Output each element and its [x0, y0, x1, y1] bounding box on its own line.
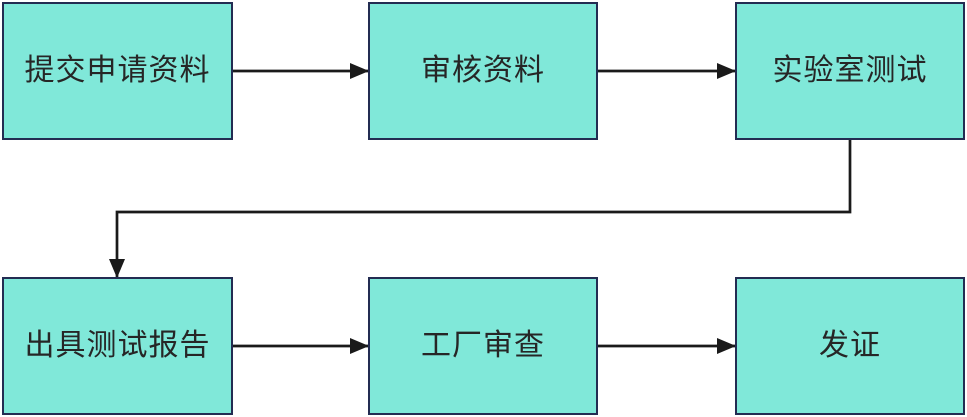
node-factory-audit: 工厂审查 — [368, 277, 598, 415]
node-factory-audit-label: 工厂审查 — [421, 329, 545, 362]
node-laboratory-testing-label: 实验室测试 — [772, 54, 928, 87]
node-issue-test-report: 出具测试报告 — [2, 277, 233, 415]
node-issue-certificate: 发证 — [735, 277, 965, 415]
node-issue-certificate-label: 发证 — [819, 329, 881, 362]
node-review-materials-label: 审核资料 — [421, 54, 545, 87]
node-submit-application: 提交申请资料 — [2, 2, 233, 140]
arrow-labtest-to-report — [109, 140, 852, 278]
node-laboratory-testing: 实验室测试 — [735, 2, 965, 140]
node-submit-application-label: 提交申请资料 — [24, 54, 211, 87]
node-review-materials: 审核资料 — [368, 2, 598, 140]
node-issue-test-report-label: 出具测试报告 — [24, 329, 211, 362]
